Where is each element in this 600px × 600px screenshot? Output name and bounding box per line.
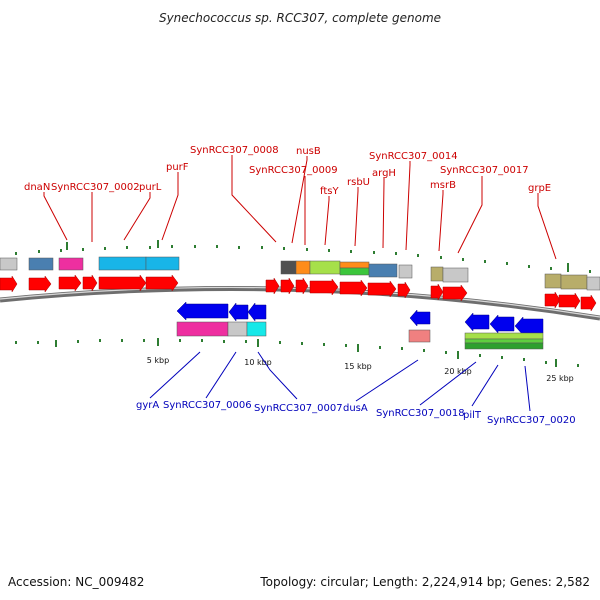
gene-label: SynRCC307_0008 [190, 145, 279, 156]
inner-feature-row [176, 321, 544, 350]
scale-label: 15 kbp [344, 362, 372, 371]
gene-label: rsbU [347, 177, 370, 188]
forward-label-leaders [43, 155, 557, 260]
inner-tick-row [15, 338, 579, 367]
scale-label: 25 kbp [546, 374, 574, 383]
gene-label: pilT [463, 410, 482, 421]
gene-label: SynRCC307_0018 [376, 408, 465, 419]
map-title: Synechococcus sp. RCC307, complete genom… [159, 11, 441, 25]
scale-label: 5 kbp [147, 356, 169, 365]
gene-label: SynRCC307_0009 [249, 165, 338, 176]
gene-label: purF [166, 162, 189, 173]
gene-label: purL [139, 182, 162, 193]
gene-label: nusB [296, 146, 321, 157]
scale-label: 10 kbp [244, 358, 272, 367]
gene-label: SynRCC307_0020 [487, 415, 576, 426]
gene-label: argH [372, 168, 396, 179]
gene-label: dusA [343, 403, 368, 414]
gene-label: grpE [528, 183, 551, 194]
gene-label: dnaN [24, 182, 50, 193]
gene-label: SynRCC307_0014 [369, 151, 458, 162]
gene-label: SynRCC307_0002 [51, 182, 140, 193]
gene-label: SynRCC307_0017 [440, 165, 529, 176]
reverse-gene-arrows [176, 301, 544, 336]
gene-label: msrB [430, 180, 456, 191]
scale-label: 20 kbp [444, 367, 472, 376]
accession-text: Accession: NC_009482 [8, 575, 145, 589]
gene-label: SynRCC307_0007 [254, 403, 343, 414]
gene-label: gyrA [136, 400, 159, 411]
reverse-label-leaders [149, 351, 531, 412]
outer-tick-row [15, 240, 591, 273]
gene-label: SynRCC307_0006 [163, 400, 252, 411]
gene-label: ftsY [320, 186, 339, 197]
genome-summary-text: Topology: circular; Length: 2,224,914 bp… [260, 575, 590, 589]
outer-feature-row [0, 256, 600, 291]
genome-backbone [0, 285, 600, 321]
forward-gene-arrows [0, 274, 597, 312]
